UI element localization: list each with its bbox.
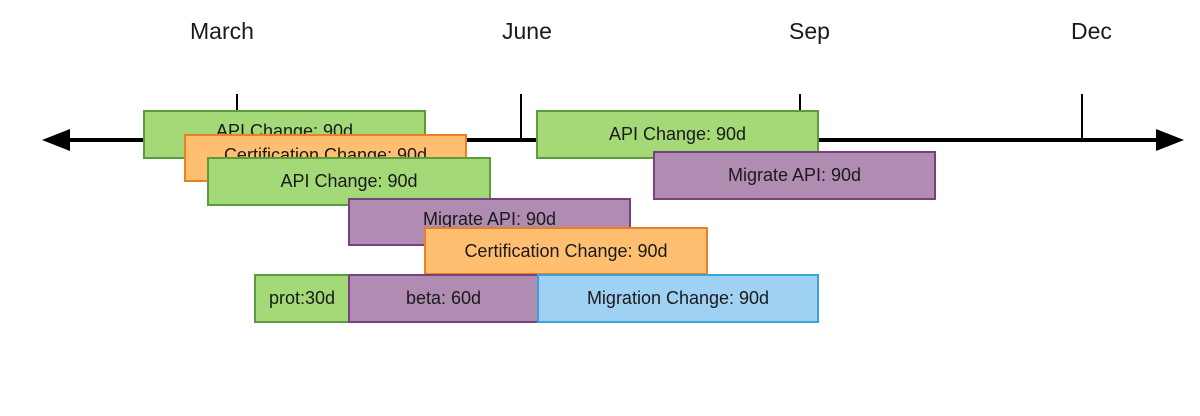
tick-dec — [1081, 94, 1083, 140]
tick-june — [520, 94, 522, 140]
axis-arrow-right-icon — [1156, 129, 1184, 151]
bar-label: API Change: 90d — [280, 171, 418, 191]
bar-migration-change: Migration Change: 90d — [537, 274, 819, 323]
bar-label: beta: 60d — [405, 288, 482, 308]
bar-label: Migration Change: 90d — [586, 288, 770, 308]
bar-label: prot:30d — [268, 288, 336, 308]
axis-arrow-left-icon — [42, 129, 70, 151]
bar-beta: beta: 60d — [348, 274, 539, 323]
bar-certification-change-2: Certification Change: 90d — [424, 227, 708, 275]
bar-prot: prot:30d — [254, 274, 350, 323]
bar-migrate-api-2: Migrate API: 90d — [653, 151, 936, 200]
month-label-june: June — [502, 18, 552, 44]
month-label-dec: Dec — [1071, 18, 1112, 44]
bar-label: Certification Change: 90d — [464, 240, 668, 261]
month-label-sep: Sep — [789, 18, 830, 44]
bar-label: Migrate API: 90d — [422, 208, 557, 229]
bar-label: Migrate API: 90d — [727, 165, 862, 185]
bar-api-change-2: API Change: 90d — [207, 157, 491, 206]
bar-label: API Change: 90d — [608, 124, 747, 144]
month-label-march: March — [190, 18, 254, 44]
